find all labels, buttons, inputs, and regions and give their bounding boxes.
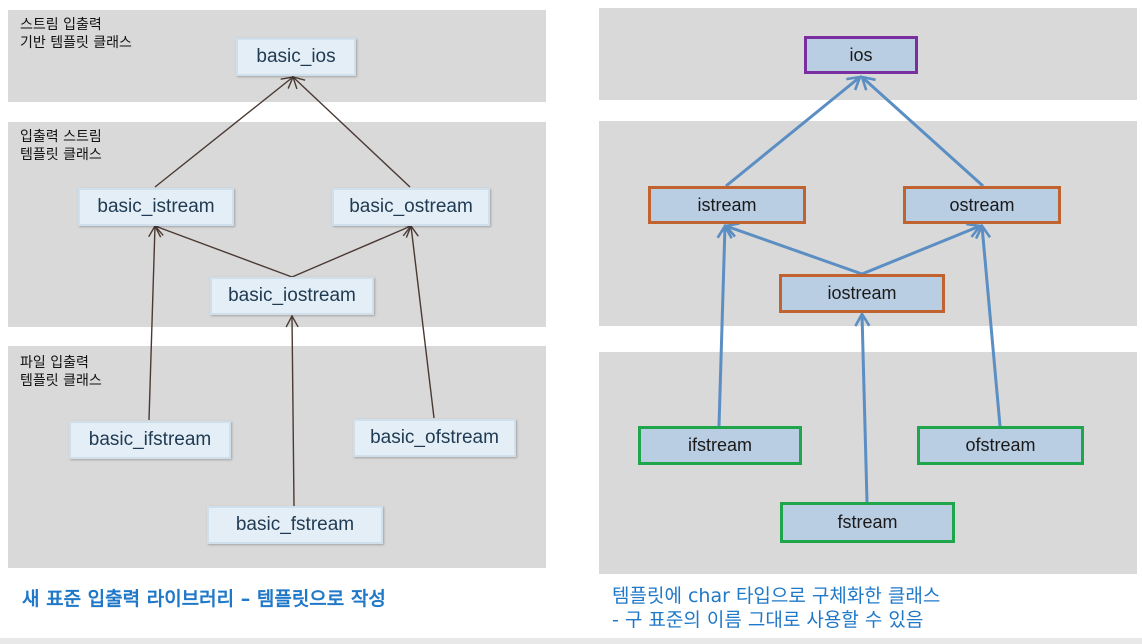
node-ifstream: ifstream (638, 426, 802, 465)
arrow-ofstream-to-ostream (405, 224, 435, 419)
caption-line-2: - 구 표준의 이름 그대로 사용할 수 있음 (612, 609, 924, 631)
band-label-base: 스트림 입출력 기반 템플릿 클래스 (20, 17, 132, 51)
node-ostream: ostream (903, 186, 1061, 224)
arrow-r-fstream-to-iostream (862, 314, 867, 503)
node-iostream: iostream (779, 274, 945, 313)
arrow-r-istream-to-ios (725, 77, 860, 188)
node-istream: istream (648, 186, 806, 224)
node-basic-ios: basic_ios (236, 38, 356, 76)
arrow-r-iostream-to-istream (726, 226, 863, 276)
footer-bar (0, 638, 1142, 644)
band-label-file: 파일 입출력 템플릿 클래스 (20, 355, 102, 389)
band-label-io: 입출력 스트림 템플릿 클래스 (20, 129, 102, 163)
arrow-r-ofstream-to-ostream (982, 226, 1002, 427)
node-ios: ios (804, 36, 918, 74)
node-basic-ifstream: basic_ifstream (69, 421, 231, 459)
caption-line-1: 템플릿에 char 타입으로 구체화한 클래스 (612, 585, 941, 607)
node-basic-istream: basic_istream (78, 188, 234, 226)
caption-new-standard: 새 표준 입출력 라이브러리 – 템플릿으로 작성 (22, 588, 386, 610)
node-ofstream: ofstream (917, 426, 1084, 465)
arrow-ifstream-to-istream (148, 224, 162, 421)
caption-char-specialization: 템플릿에 char 타입으로 구체화한 클래스 - 구 표준의 이름 그대로 사… (612, 584, 940, 632)
node-basic-ofstream: basic_ofstream (353, 419, 516, 457)
arrow-iostream-to-istream (153, 223, 293, 278)
arrow-fstream-to-iostream (285, 314, 299, 507)
arrow-ostream-to-ios (291, 75, 411, 188)
node-basic-ostream: basic_ostream (332, 188, 490, 226)
node-basic-iostream: basic_iostream (210, 277, 374, 315)
arrow-r-ostream-to-ios (862, 77, 985, 188)
arrow-iostream-to-ostream (291, 224, 413, 278)
arrow-r-iostream-to-ostream (861, 226, 980, 276)
arrow-istream-to-ios (154, 76, 295, 188)
node-fstream: fstream (780, 502, 955, 543)
arrow-r-ifstream-to-istream (719, 226, 725, 427)
node-basic-fstream: basic_fstream (207, 506, 383, 544)
